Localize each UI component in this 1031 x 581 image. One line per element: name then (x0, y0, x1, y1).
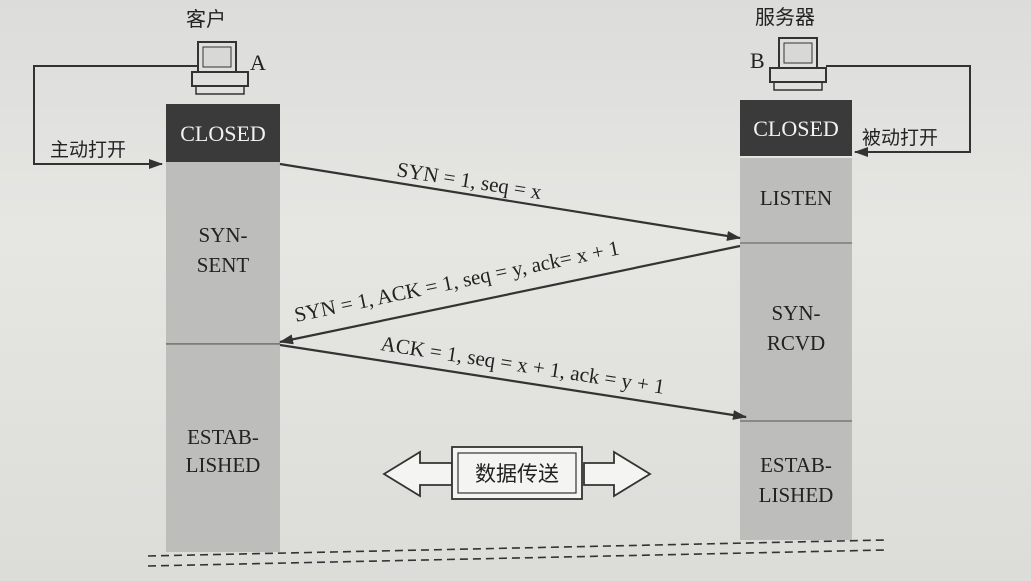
client-title: 客户 (186, 7, 226, 31)
client-open-loop (33, 65, 198, 169)
bottom-dashed-line-2 (147, 549, 886, 567)
client-established-box (166, 345, 280, 552)
client-syn-sent-box (166, 162, 280, 344)
bottom-dashed-line-1 (147, 539, 886, 557)
client-closed-label: CLOSED (180, 121, 266, 146)
syn-ack-arrow (279, 244, 741, 345)
server-title: 服务器 (755, 5, 815, 29)
client-established-line1: ESTAB- (187, 425, 259, 449)
data-transfer-right-arrow-icon (583, 450, 652, 498)
ack-arrow (279, 343, 747, 420)
server-computer-icon (769, 37, 827, 91)
server-open-loop (826, 65, 971, 157)
server-established-box (740, 422, 852, 540)
server-open-label: 被动打开 (862, 127, 938, 149)
syn-message: SYN = 1, seq = x (395, 157, 544, 204)
server-closed-label: CLOSED (753, 116, 839, 141)
data-transfer-box (451, 446, 583, 500)
client-closed-box (166, 104, 280, 162)
server-closed-box (740, 100, 852, 156)
server-established-line1: ESTAB- (760, 453, 832, 477)
data-transfer-label: 数据传送 (475, 462, 559, 486)
client-computer-icon (191, 41, 249, 95)
server-listen-box (740, 158, 852, 242)
server-syn-rcvd-box (740, 244, 852, 420)
client-syn-sent-line1: SYN- (198, 223, 247, 247)
client-established-line2: LISHED (186, 453, 261, 477)
syn-arrow (279, 162, 741, 241)
client-host-letter: A (250, 50, 266, 75)
client-syn-sent-line2: SENT (197, 253, 250, 277)
server-established-line2: LISHED (759, 483, 834, 507)
server-listen-label: LISTEN (760, 186, 832, 210)
server-host-letter: B (750, 48, 765, 73)
ack-message: ACK = 1, seq = x + 1, ack = y + 1 (379, 331, 666, 399)
server-syn-rcvd-line1: SYN- (771, 301, 820, 325)
server-syn-rcvd-line2: RCVD (767, 331, 825, 355)
data-transfer-left-arrow-icon (382, 450, 453, 498)
client-open-label: 主动打开 (50, 139, 126, 161)
